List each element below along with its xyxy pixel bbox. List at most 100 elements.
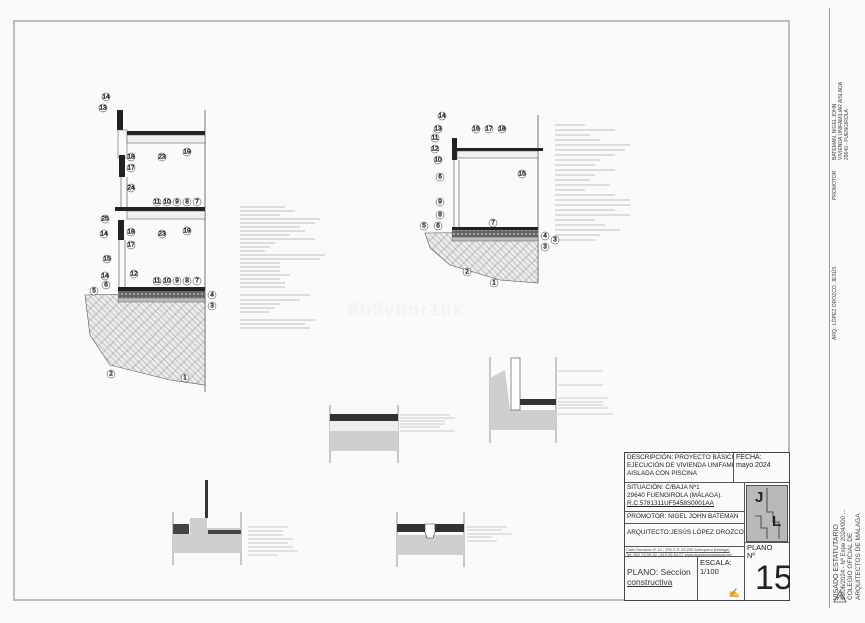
svg-text:6: 6 [436, 223, 440, 230]
svg-text:15: 15 [103, 256, 111, 263]
svg-text:6: 6 [104, 282, 108, 289]
callout: 19 [182, 226, 192, 236]
visado-college: COLEGIO OFICIAL DE [847, 532, 854, 600]
svg-text:13: 13 [434, 126, 442, 133]
callout: 1 [489, 278, 499, 288]
callout: 11 [430, 133, 440, 143]
callout: 14 [437, 111, 447, 121]
date-label: FECHA: [736, 454, 762, 461]
svg-text:10: 10 [434, 157, 442, 164]
callout: 1 [180, 373, 190, 383]
callout: 9 [172, 197, 182, 207]
logo-letter: L [772, 513, 782, 530]
scale-cell: ESCALA: 1/100 ✍ [698, 557, 745, 601]
cadastral-ref: R.C.5781311UF5458S0001AA [627, 500, 714, 507]
svg-text:4: 4 [210, 292, 214, 299]
callout: 7 [192, 276, 202, 286]
title-block: DESCRIPCIÓN: PROYECTO BÁSICO Y DE EJECUC… [624, 452, 790, 601]
office-address: Calle Duranes nº 14 - 3ºB C.P. 29.200 An… [625, 547, 745, 557]
svg-text:8: 8 [185, 278, 189, 285]
left-detail-callouts: 14 13 23 19 18 17 24 11 10 9 8 7 25 23 1… [89, 92, 217, 383]
svg-text:23: 23 [158, 154, 166, 161]
svg-text:23: 23 [158, 231, 166, 238]
callout: 15 [517, 169, 527, 179]
callout: 4 [540, 231, 550, 241]
svg-text:4: 4 [543, 233, 547, 240]
svg-text:24: 24 [127, 185, 135, 192]
callout: 23 [157, 229, 167, 239]
left-detail-legend [240, 206, 325, 329]
description-line: DESCRIPCIÓN: PROYECTO BÁSICO Y DE [627, 454, 733, 461]
plan-number-label: Nº [747, 551, 756, 560]
svg-text:11: 11 [154, 199, 161, 206]
svg-text:8: 8 [185, 199, 189, 206]
callout: 10 [162, 197, 172, 207]
visado-promoter: BATEMAN, NIGEL JOHN VIVIENDA UNIFAMILIAR… [832, 82, 850, 160]
callout: 8 [182, 276, 192, 286]
callout: 6 [101, 280, 111, 290]
svg-text:9: 9 [175, 199, 179, 206]
callout: 7 [192, 197, 202, 207]
svg-text:12: 12 [130, 271, 138, 278]
callout: 24 [126, 183, 136, 193]
visado-architect: ARQ.: LÓPEZ OROZCO, JESÚS [832, 266, 838, 340]
callout: 10 [162, 276, 172, 286]
promoter: PROMOTOR: NIGEL JOHN BATEMAN [625, 512, 745, 524]
callout: 18 [497, 124, 507, 134]
callout: 19 [182, 147, 192, 157]
svg-text:19: 19 [183, 149, 191, 156]
detail-floor-joint [329, 405, 455, 463]
svg-text:9: 9 [438, 199, 442, 206]
description-line: AISLADA CON PISCINA [627, 470, 697, 477]
callout: 14 [101, 92, 111, 102]
svg-text:25: 25 [101, 216, 109, 223]
scale-label: ESCALA: [700, 558, 732, 567]
description-line: EJECUCIÓN DE VIVIENDA UNIFAMILIAR [627, 462, 734, 469]
callout: 11 [152, 276, 162, 286]
location-line: SITUACIÓN: C/BAJA Nº1 [627, 484, 700, 491]
svg-text:13: 13 [99, 105, 107, 112]
svg-text:6: 6 [438, 174, 442, 181]
svg-text:1: 1 [183, 375, 187, 382]
svg-text:12: 12 [431, 146, 439, 153]
svg-text:3: 3 [210, 303, 214, 310]
svg-text:17: 17 [485, 126, 493, 133]
detail-pool-edge [489, 357, 613, 443]
date-value: mayo 2024 [736, 462, 771, 469]
svg-text:10: 10 [163, 278, 171, 285]
svg-text:18: 18 [127, 154, 135, 161]
callout: 18 [126, 227, 136, 237]
logo-letter: J [755, 489, 764, 506]
callout: 17 [126, 163, 136, 173]
callout: 18 [126, 152, 136, 162]
address-line: Calle Duranes nº 14 - 3ºB C.P. 29.200 An… [626, 547, 730, 552]
callout: 4 [207, 290, 217, 300]
drawing-sheet-border [13, 20, 790, 601]
callout: 2 [106, 369, 116, 379]
callout: 12 [129, 269, 139, 279]
svg-text:10: 10 [163, 199, 171, 206]
callout: 2 [462, 267, 472, 277]
address-line: Tel: 952 73 95 32 - 619 25 64 07 www.arq… [626, 552, 732, 557]
callout: 8 [435, 210, 445, 220]
svg-text:7: 7 [491, 220, 495, 227]
svg-text:14: 14 [100, 231, 108, 238]
svg-text:11: 11 [154, 278, 161, 285]
svg-text:9: 9 [175, 278, 179, 285]
svg-text:7: 7 [195, 278, 199, 285]
svg-text:2: 2 [465, 269, 469, 276]
watermark: 6u5vbnr1hk [348, 300, 465, 321]
architect-logo: J L [746, 485, 788, 542]
college-logo-icon [833, 590, 847, 603]
left-section-detail [84, 110, 206, 392]
callout: 8 [182, 197, 192, 207]
visado-title: VISADO ESTATUTARIO [833, 524, 840, 600]
callout: 6 [433, 221, 443, 231]
callout: 23 [157, 152, 167, 162]
callout: 11 [152, 197, 162, 207]
location-cell: SITUACIÓN: C/BAJA Nº1 29640 FUENGIROLA (… [625, 483, 745, 512]
plan-title-line: constructiva [627, 577, 673, 587]
visado-promoter-line: 29640 - FUENGIROLA [844, 109, 850, 160]
plan-number-label: PLANO [747, 543, 773, 552]
